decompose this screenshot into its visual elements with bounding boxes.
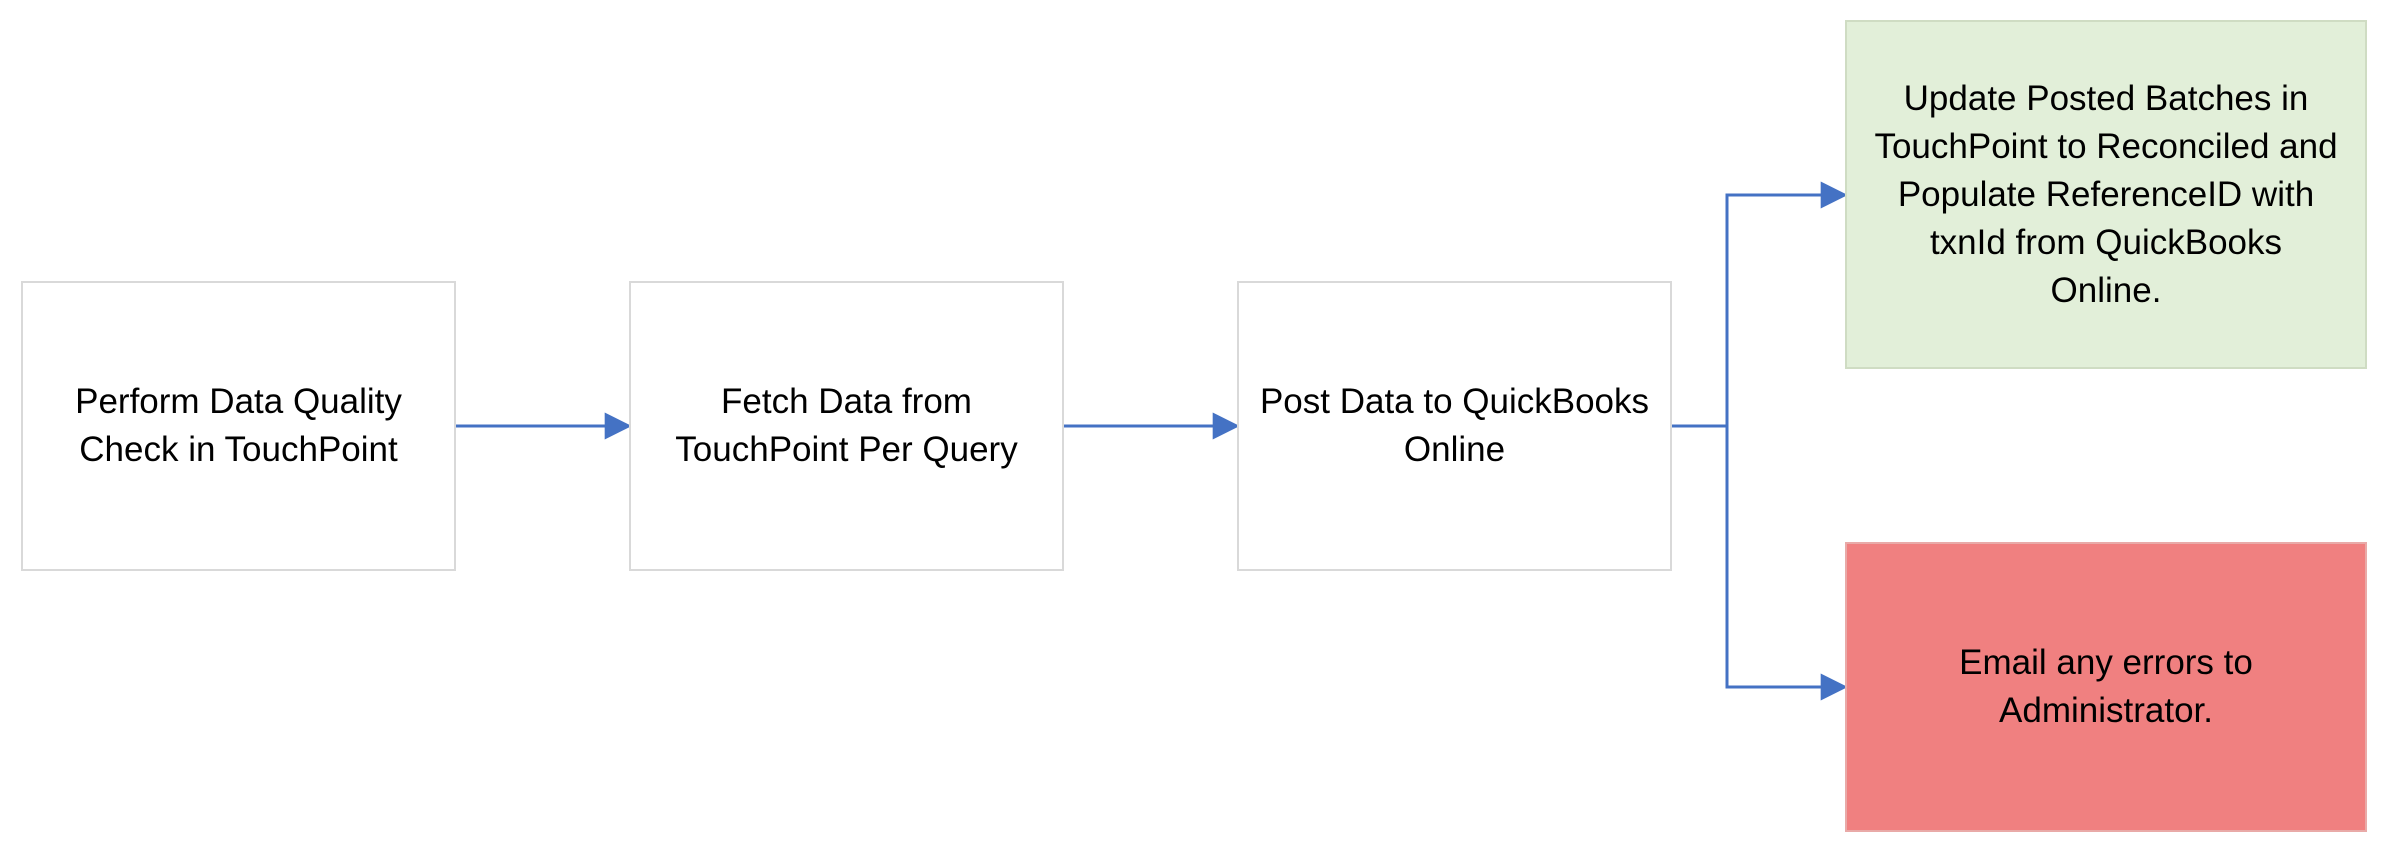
arrow-post-to-email bbox=[1672, 424, 1848, 701]
node-update-posted-batches: Update Posted Batches in TouchPoint to R… bbox=[1845, 20, 2367, 369]
node-fetch-data: Fetch Data from TouchPoint Per Query bbox=[629, 281, 1064, 571]
node-label: Fetch Data from TouchPoint Per Query bbox=[675, 382, 1018, 469]
node-post-data-quickbooks: Post Data to QuickBooks Online bbox=[1237, 281, 1672, 571]
node-email-errors: Email any errors to Administrator. bbox=[1845, 542, 2367, 832]
node-label: Update Posted Batches in TouchPoint to R… bbox=[1874, 78, 2338, 310]
node-label: Email any errors to Administrator. bbox=[1959, 643, 2253, 730]
node-perform-data-quality-check: Perform Data Quality Check in TouchPoint bbox=[21, 281, 456, 571]
node-label: Post Data to QuickBooks Online bbox=[1259, 382, 1650, 469]
node-label: Perform Data Quality Check in TouchPoint bbox=[75, 382, 402, 469]
arrow-post-to-update bbox=[1672, 181, 1848, 428]
